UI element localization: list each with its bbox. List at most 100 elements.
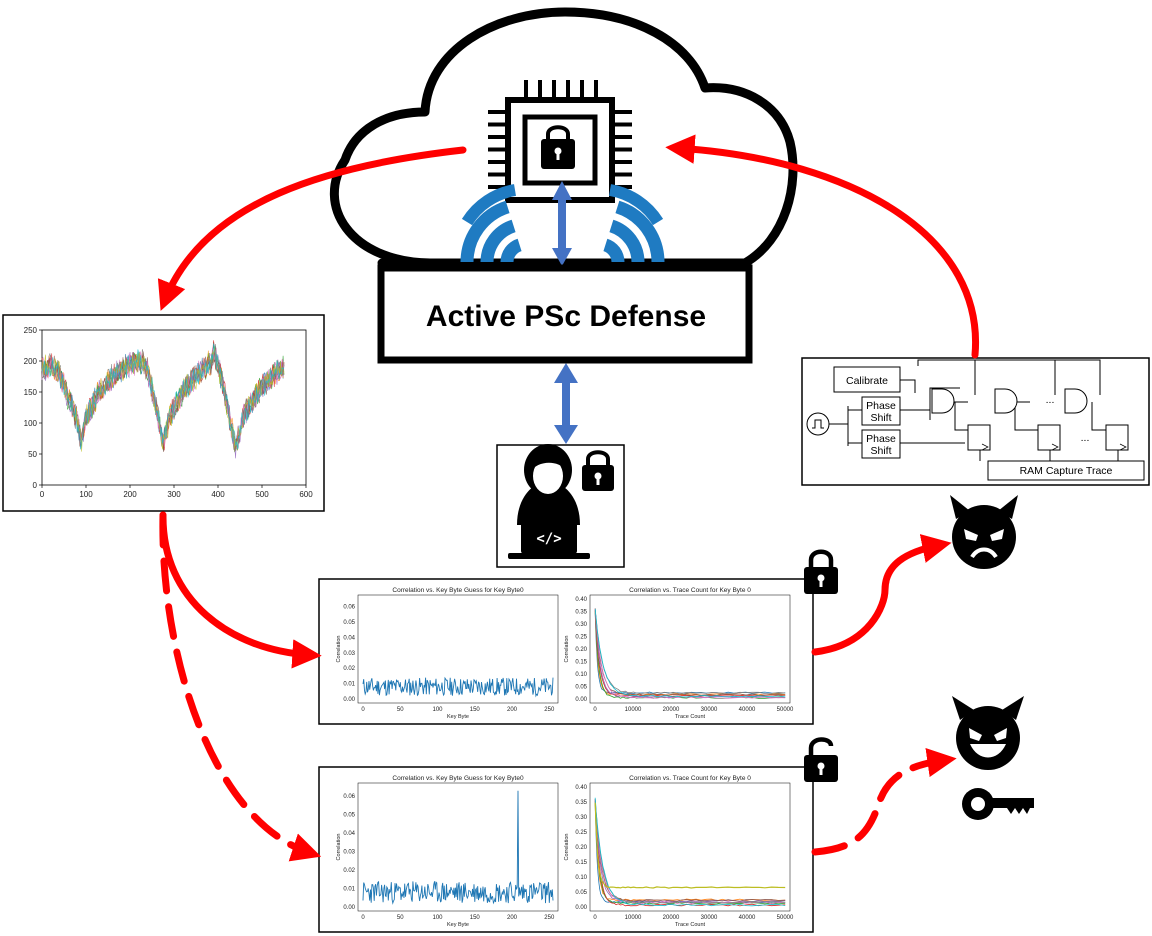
key-guess-xtick: 0 — [361, 915, 365, 921]
trace-ytick-label: 100 — [24, 419, 38, 428]
key-guess-xtick: 250 — [544, 707, 555, 713]
grinning-devil-icon — [952, 696, 1024, 770]
key-guess-ytick: 0.04 — [343, 831, 355, 837]
key-guess-series-line — [362, 676, 554, 698]
key-guess-ytick: 0.06 — [343, 794, 355, 800]
trace-series-line — [41, 343, 285, 450]
trace-xtick-label: 600 — [299, 490, 313, 499]
flip-flop — [1037, 424, 1061, 451]
trace-xtick-label: 0 — [40, 490, 45, 499]
key-guess-ytick: 0.06 — [343, 605, 355, 611]
trace-count-ytick: 0.35 — [575, 800, 587, 806]
padlock-icon — [541, 125, 575, 169]
trace-count-ytick: 0.10 — [575, 875, 587, 881]
flip-flop — [967, 424, 991, 451]
trace-count-title: Correlation vs. Trace Count for Key Byte… — [629, 775, 751, 782]
phase-shift-label: Phase — [866, 433, 896, 445]
key-guess-ytick: 0.01 — [343, 887, 355, 893]
trace-xtick-label: 400 — [211, 490, 225, 499]
wifi-arc — [460, 200, 510, 263]
arrow-protected-to-devil — [811, 534, 952, 656]
trace-count-ytick: 0.15 — [575, 860, 587, 866]
trace-count-xtick: 50000 — [777, 707, 794, 713]
ellipsis-label: ... — [1081, 432, 1090, 444]
trace-count-series-line — [594, 608, 786, 699]
phase-shift-label: Shift — [870, 445, 891, 457]
key-guess-xtick: 50 — [397, 915, 404, 921]
key-guess-xtick: 250 — [544, 915, 555, 921]
trace-count-axes — [589, 594, 791, 704]
flip-flop-clock — [1119, 443, 1127, 451]
arrow-trace-to-protected — [159, 511, 322, 669]
svg-text:</>: </> — [536, 531, 561, 547]
key-guess-ytick: 0.01 — [343, 682, 355, 688]
key-guess-ytick: 0.04 — [343, 635, 355, 641]
trace-xtick-label: 200 — [123, 490, 137, 499]
wifi-arc — [609, 219, 645, 263]
calibrate-label: Calibrate — [846, 375, 888, 387]
bidirectional-arrow-defense-user — [554, 363, 578, 444]
chip-icon — [488, 80, 632, 203]
developer-box: </> — [496, 444, 625, 568]
arrow-unprotected-to-devil — [811, 747, 957, 856]
ram-label: RAM Capture Trace — [1020, 465, 1113, 477]
phase-shift-label: Phase — [866, 400, 896, 412]
key-guess-ytick: 0.00 — [343, 905, 355, 911]
key-guess-xlabel: Key Byte — [447, 922, 469, 928]
key-icon — [962, 788, 1034, 820]
key-guess-xlabel: Key Byte — [447, 714, 469, 720]
ram-block — [987, 460, 1145, 481]
trace-count-xlabel: Trace Count — [675, 714, 706, 720]
trace-count-xtick: 40000 — [739, 707, 756, 713]
padlock-icon — [804, 549, 838, 594]
key-guess-ytick: 0.03 — [343, 651, 355, 657]
arrow-chip-to-trace — [157, 146, 467, 311]
trace-ytick-label: 50 — [28, 450, 37, 459]
calibrate-block — [833, 366, 901, 393]
wifi-arc — [615, 200, 665, 263]
defense-box: Active PSc Defense — [377, 264, 753, 364]
and-gate — [1064, 388, 1088, 414]
unprotected-results-panel: Correlation vs. Key Byte Guess for Key B… — [318, 766, 814, 933]
key-guess-ytick: 0.00 — [343, 697, 355, 703]
trace-count-ytick: 0.05 — [575, 685, 587, 691]
flip-flop — [1105, 424, 1129, 451]
key-guess-ytick: 0.03 — [343, 850, 355, 856]
angry-devil-icon — [950, 495, 1018, 569]
key-guess-xtick: 0 — [361, 707, 365, 713]
trace-count-ytick: 0.00 — [575, 697, 587, 703]
trace-xtick-label: 300 — [167, 490, 181, 499]
trace-count-xtick: 30000 — [701, 915, 718, 921]
developer-icon: </> — [508, 444, 590, 559]
trace-count-ytick: 0.30 — [575, 622, 587, 628]
trace-count-xtick: 30000 — [701, 707, 718, 713]
trace-ytick-label: 150 — [24, 388, 38, 397]
key-guess-axes — [357, 782, 559, 912]
trace-count-xlabel: Trace Count — [675, 922, 706, 928]
phase-shift-block — [861, 396, 901, 426]
key-guess-title: Correlation vs. Key Byte Guess for Key B… — [392, 775, 524, 782]
circuit-wire — [1014, 402, 1038, 431]
padlock-icon — [582, 450, 614, 491]
trace-count-title: Correlation vs. Trace Count for Key Byte… — [629, 587, 751, 594]
trace-count-ytick: 0.15 — [575, 660, 587, 666]
ellipsis-label: ... — [1046, 394, 1055, 406]
trace-count-ylabel: Correlation — [564, 636, 570, 663]
trace-count-xtick: 20000 — [663, 707, 680, 713]
trace-count-ytick: 0.40 — [575, 597, 587, 603]
key-guess-ytick: 0.02 — [343, 868, 355, 874]
key-guess-xtick: 50 — [397, 707, 404, 713]
protected-results-panel: Correlation vs. Key Byte Guess for Key B… — [318, 578, 814, 725]
key-guess-ytick: 0.02 — [343, 666, 355, 672]
trace-count-xtick: 0 — [593, 915, 597, 921]
trace-count-ytick: 0.25 — [575, 635, 587, 641]
phase-shift-block — [861, 429, 901, 459]
trace-count-ytick: 0.05 — [575, 890, 587, 896]
key-guess-series-line — [362, 790, 554, 905]
circuit-wire — [917, 359, 1101, 395]
arrow-circuit-to-chip — [665, 134, 980, 359]
trace-count-ytick: 0.30 — [575, 815, 587, 821]
